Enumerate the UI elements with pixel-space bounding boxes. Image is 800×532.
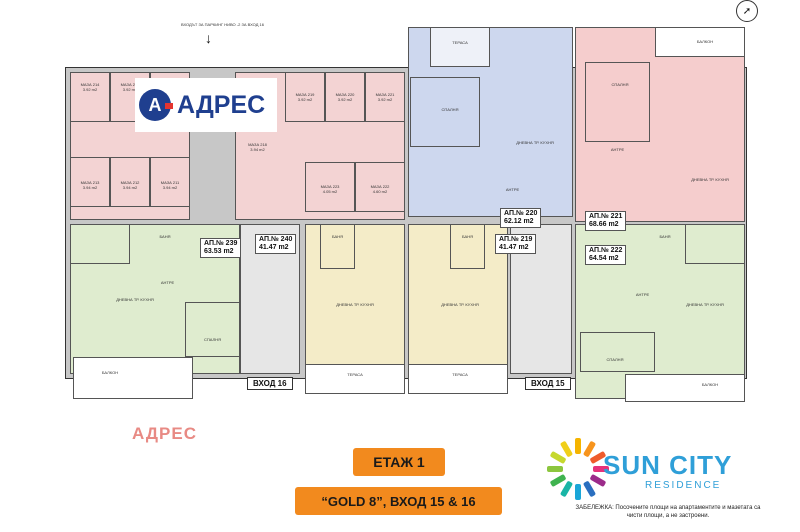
floor-badge: ЕТАЖ 1 <box>353 448 445 476</box>
entrance-16-label: ВХОД 16 <box>247 377 293 390</box>
terrace-240 <box>305 364 405 394</box>
apartment-tag-222[interactable]: АП.№ 222 64.54 m2 <box>585 245 627 265</box>
apartment-number: АП.№ 239 <box>204 240 238 247</box>
room-divider <box>580 332 655 372</box>
room-divider <box>685 224 745 264</box>
cellar-divider <box>325 72 365 122</box>
apartment-area: 68.66 m2 <box>589 221 619 228</box>
address-logo: А АДРЕС <box>135 78 277 132</box>
apartment-number: АП.№ 221 <box>589 213 623 220</box>
room-label-living: ДНЕВНА ТР. КУХНЯ <box>691 177 729 182</box>
sun-icon <box>547 438 609 500</box>
floor-label: ЕТАЖ 1 <box>373 454 425 470</box>
cellar-divider <box>285 72 325 122</box>
apartment-area: 63.53 m2 <box>204 248 234 255</box>
room-divider <box>450 224 485 269</box>
arrow-down-icon: ↓ <box>205 30 212 46</box>
logo-accent <box>165 103 173 109</box>
room-label-living: ДНЕВНА ТР. КУХНЯ <box>336 302 374 307</box>
apartment-tag-240[interactable]: АП.№ 240 41.47 m2 <box>255 234 297 254</box>
room-label-bedroom: СПАЛНЯ <box>611 82 629 87</box>
room-label-entry: АНТРЕ <box>610 147 625 152</box>
room-label-terrace: ТЕРАСА <box>347 372 363 377</box>
room-label-terrace: ТЕРАСА <box>452 372 468 377</box>
room-label-entry: АНТРЕ <box>160 280 175 285</box>
watermark-text: АДРЕС <box>132 424 197 443</box>
room-label-balcony: БАЛКОН <box>701 382 719 387</box>
cellar-label: МАЗА 220 3.92 m2 <box>335 92 355 102</box>
room-label-bedroom: СПАЛНЯ <box>441 107 459 112</box>
sun-city-logo: SUN CITY RESIDENCE <box>545 436 775 506</box>
cellar-divider <box>150 157 190 207</box>
apartment-tag-221[interactable]: АП.№ 221 68.66 m2 <box>585 211 627 231</box>
room-label-terrace: ТЕРАСА <box>452 40 468 45</box>
area-note: ЗАБЕЛЕЖКА: Посочените площи на апартамен… <box>575 505 761 519</box>
apartment-tag-220[interactable]: АП.№ 220 62.12 m2 <box>500 208 542 228</box>
apartment-number: АП.№ 240 <box>259 236 293 243</box>
room-divider <box>410 77 480 147</box>
brand-sub: RESIDENCE <box>645 480 722 491</box>
cellar-divider <box>70 72 110 122</box>
cellar-divider <box>355 162 405 212</box>
cellar-label: МАЗА 218 3.94 m2 <box>248 142 267 152</box>
cellar-label: МАЗА 214 3.92 m2 <box>80 82 100 92</box>
room-label-living: ДНЕВНА ТР. КУХНЯ <box>441 302 479 307</box>
balcony-239 <box>73 357 193 399</box>
room-divider <box>185 302 240 357</box>
cellar-label: МАЗА 219 3.92 m2 <box>295 92 315 102</box>
address-logo-text: АДРЕС <box>177 90 266 119</box>
apartment-tag-239[interactable]: АП.№ 239 63.53 m2 <box>200 238 242 258</box>
apartment-number: АП.№ 220 <box>504 210 538 217</box>
building-label: “GOLD 8”, ВХОД 15 & 16 <box>321 493 476 509</box>
compass-icon: ➚ <box>736 0 758 22</box>
room-label-balcony: БАЛКОН <box>696 39 714 44</box>
apartment-area: 41.47 m2 <box>259 244 289 251</box>
cellar-label: МАЗА 212 3.94 m2 <box>120 180 140 190</box>
balcony-222 <box>625 374 745 402</box>
brand-name: SUN CITY <box>603 450 733 480</box>
floor-plan: МАЗА 214 3.92 m2 МАЗА 215 3.92 m2 МАЗА 2… <box>55 12 755 405</box>
room-divider <box>70 224 130 264</box>
apartment-area: 41.47 m2 <box>499 244 529 251</box>
cellar-label: МАЗА 221 3.92 m2 <box>375 92 395 102</box>
cellar-divider <box>305 162 355 212</box>
cellar-divider <box>70 157 110 207</box>
room-label-bath: БАНЯ <box>159 234 171 239</box>
building-badge: “GOLD 8”, ВХОД 15 & 16 <box>295 487 502 515</box>
apartment-area: 62.12 m2 <box>504 218 534 225</box>
room-label-bath: БАНЯ <box>332 234 343 239</box>
cellar-label: МАЗА 211 3.94 m2 <box>160 180 180 190</box>
parking-note: ВХОДЪТ ЗА ПАРКИНГ НИВО -2 ЗА ВХОД 16 <box>181 22 264 27</box>
apartment-tag-219[interactable]: АП.№ 219 41.47 m2 <box>495 234 537 254</box>
room-label-bedroom: СПАЛНЯ <box>606 357 624 362</box>
address-logo-letter: А <box>148 94 162 115</box>
room-divider <box>320 224 355 269</box>
apartment-number: АП.№ 219 <box>499 236 533 243</box>
room-label-entry: АНТРЕ <box>635 292 650 297</box>
room-label-living: ДНЕВНА ТР. КУХНЯ <box>686 302 724 307</box>
entrance-15-label: ВХОД 15 <box>525 377 571 390</box>
room-divider <box>585 62 650 142</box>
room-label-entry: АНТРЕ <box>505 187 520 192</box>
apartment-number: АП.№ 222 <box>589 247 623 254</box>
apartment-221-area <box>575 27 745 222</box>
cellar-label: МАЗА 213 3.94 m2 <box>80 180 100 190</box>
balcony-221 <box>655 27 745 57</box>
terrace-220 <box>430 27 490 67</box>
terrace-219 <box>408 364 508 394</box>
cellar-divider <box>365 72 405 122</box>
room-label-bedroom: СПАЛНЯ <box>204 337 221 342</box>
cellar-divider <box>110 157 150 207</box>
room-label-bath: БАНЯ <box>462 234 473 239</box>
room-label-living: ДНЕВНА ТР. КУХНЯ <box>116 297 154 302</box>
room-label-balcony: БАЛКОН <box>101 370 119 375</box>
cellar-label: МАЗА 222 4.60 m2 <box>370 184 390 194</box>
room-label-living: ДНЕВНА ТР. КУХНЯ <box>516 140 554 145</box>
apartment-area: 64.54 m2 <box>589 255 619 262</box>
cellar-label: МАЗА 223 4.05 m2 <box>320 184 340 194</box>
address-logo-mark: А <box>139 89 173 121</box>
room-label-bath: БАНЯ <box>659 234 671 239</box>
